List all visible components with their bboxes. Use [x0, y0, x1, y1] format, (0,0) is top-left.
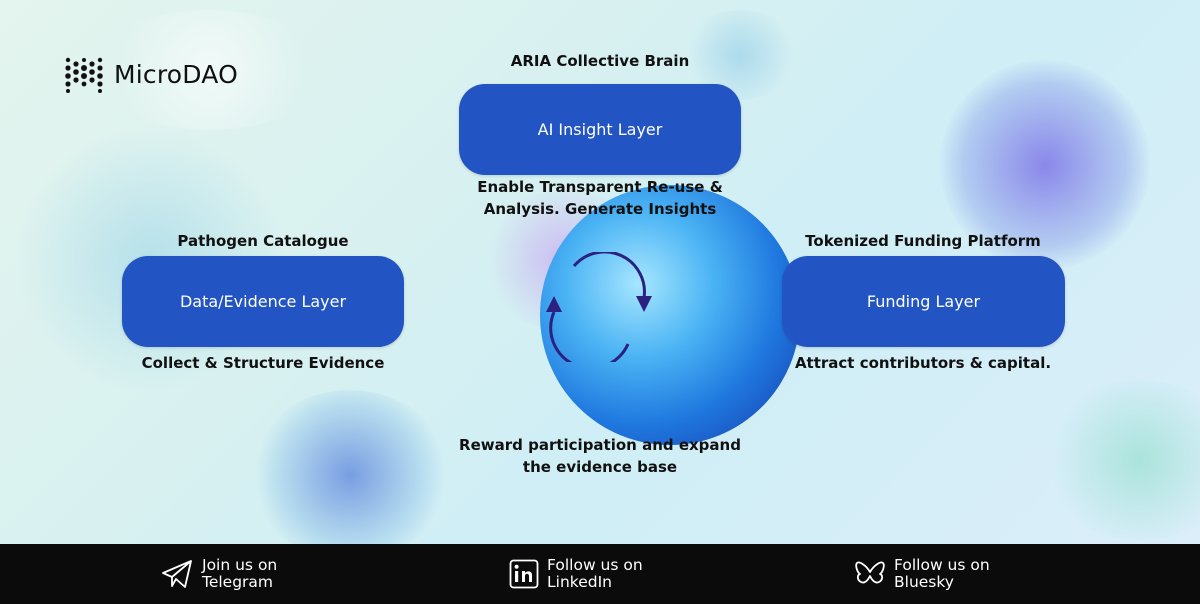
linkedin-line2: LinkedIn — [547, 573, 612, 591]
brand-name: MicroDAO — [114, 59, 239, 89]
telegram-icon — [162, 560, 192, 588]
data-layer-caption: Collect & Structure Evidence — [141, 354, 385, 372]
cycle-arrows-icon — [546, 252, 652, 362]
hero-background: MicroDAO ARIA Collective Brain AI Insigh… — [0, 0, 1200, 544]
funding-layer-title: Tokenized Funding Platform — [805, 232, 1041, 250]
virus-illustration — [940, 60, 1150, 270]
cell-sphere-illustration — [540, 185, 800, 445]
data-layer-title: Pathogen Catalogue — [177, 232, 349, 250]
bluesky-link[interactable]: Follow us on Bluesky — [854, 557, 990, 591]
ai-layer-caption-line: Analysis. Generate Insights — [483, 200, 717, 218]
linkedin-line1: Follow us on — [547, 556, 643, 574]
cycle-caption-line: Reward participation and expand — [459, 436, 741, 454]
linkedin-icon — [509, 559, 539, 589]
background-blob — [90, 10, 330, 130]
bluesky-line2: Bluesky — [894, 573, 954, 591]
ai-insight-layer-label: AI Insight Layer — [537, 120, 663, 139]
telegram-line1: Join us on — [202, 556, 278, 574]
microdao-logo-icon — [65, 57, 103, 93]
ai-layer-caption: Enable Transparent Re-use & Analysis. Ge… — [440, 176, 760, 220]
footer-bar: Join us on Telegram Follow us on LinkedI… — [0, 544, 1200, 604]
funding-layer-box[interactable]: Funding Layer — [782, 256, 1065, 347]
ai-insight-layer-box[interactable]: AI Insight Layer — [459, 84, 741, 175]
data-evidence-layer-box[interactable]: Data/Evidence Layer — [122, 256, 404, 347]
linkedin-link[interactable]: Follow us on LinkedIn — [509, 557, 643, 591]
ai-layer-title: ARIA Collective Brain — [510, 52, 690, 70]
funding-layer-label: Funding Layer — [866, 292, 981, 311]
cycle-caption: Reward participation and expand the evid… — [440, 434, 760, 478]
telegram-line2: Telegram — [202, 573, 274, 591]
cycle-caption-line: the evidence base — [522, 458, 678, 476]
bluesky-line1: Follow us on — [894, 556, 990, 574]
bluesky-icon — [855, 561, 885, 584]
brand-logo[interactable]: MicroDAO — [62, 52, 238, 96]
funding-layer-caption: Attract contributors & capital. — [794, 354, 1052, 372]
data-evidence-layer-label: Data/Evidence Layer — [179, 292, 347, 311]
telegram-link[interactable]: Join us on Telegram — [160, 557, 277, 591]
background-blob — [1040, 380, 1200, 540]
ai-layer-caption-line: Enable Transparent Re-use & — [477, 178, 723, 196]
virus-illustration — [250, 390, 450, 544]
